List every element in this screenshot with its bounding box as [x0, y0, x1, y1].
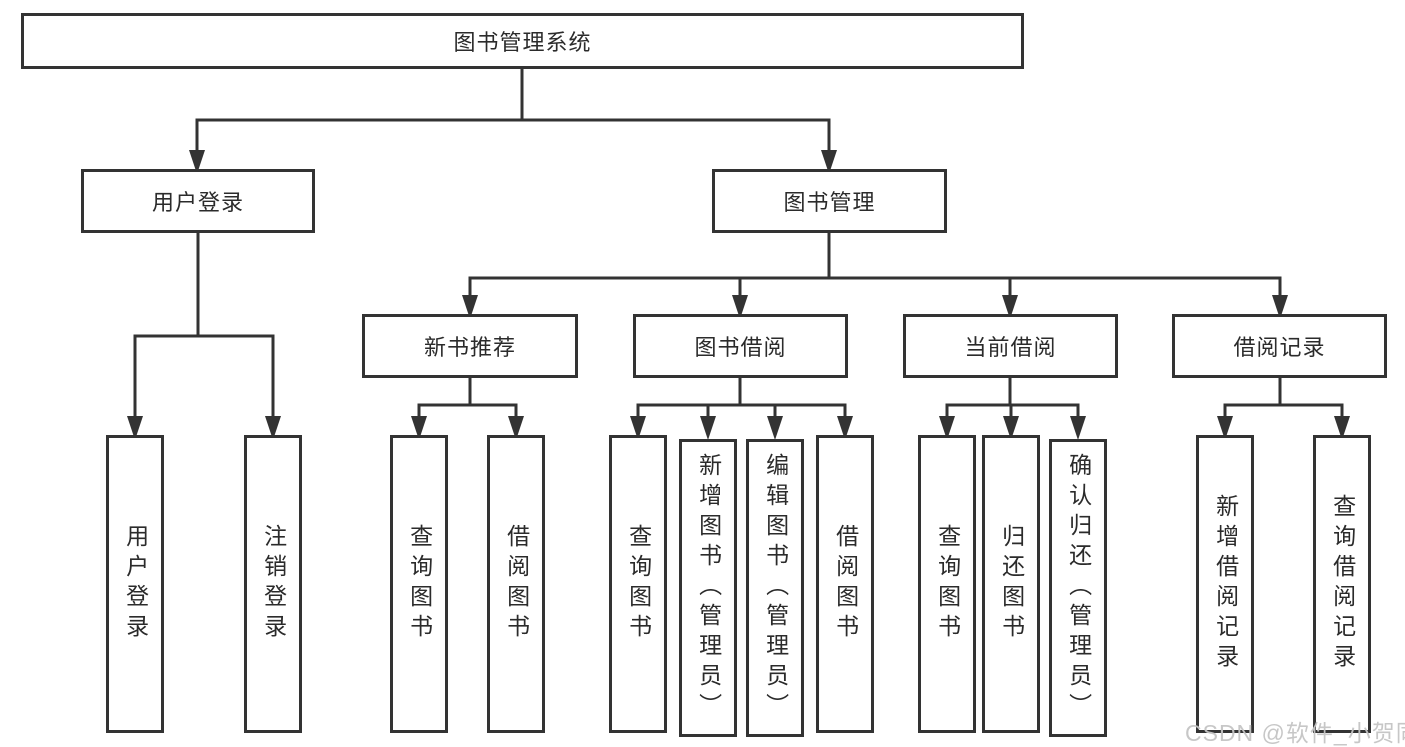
arrowhead — [508, 416, 524, 440]
node-book-management: 图书管理 — [712, 169, 947, 233]
node-label: 查询借阅记录 — [1329, 494, 1356, 674]
connector-book-borrow-to-leaves — [630, 378, 853, 440]
leaf-add-books-admin: 新增图书（管理员） — [679, 439, 737, 737]
node-label: 确认归还（管理员） — [1065, 453, 1092, 723]
node-label: 归还图书 — [998, 524, 1025, 644]
node-label: 借阅记录 — [1233, 335, 1326, 360]
leaf-logout: 注销登录 — [244, 435, 302, 733]
arrowhead — [1217, 416, 1233, 440]
connector-root-to-level2 — [189, 69, 837, 174]
leaf-add-borrow-record: 新增借阅记录 — [1196, 435, 1254, 733]
node-label: 新增图书（管理员） — [695, 453, 722, 723]
arrowhead — [630, 416, 646, 440]
node-label: 图书管理 — [783, 190, 876, 215]
node-book-borrow: 图书借阅 — [633, 314, 848, 378]
node-label: 查询图书 — [625, 524, 652, 644]
arrowhead — [1003, 416, 1019, 440]
node-label: 用户登录 — [151, 190, 244, 215]
node-label: 新增借阅记录 — [1212, 494, 1239, 674]
node-label: 编辑图书（管理员） — [762, 453, 789, 723]
arrowhead — [732, 295, 748, 319]
leaf-query-borrow-record: 查询借阅记录 — [1313, 435, 1371, 733]
leaf-return-books: 归还图书 — [982, 435, 1040, 733]
arrowhead — [1070, 416, 1086, 440]
connector-book-management-to-level3 — [462, 233, 1288, 319]
connector-current-borrow-to-leaves — [939, 378, 1086, 440]
node-label: 查询图书 — [934, 524, 961, 644]
leaf-borrow-books: 借阅图书 — [487, 435, 545, 733]
arrowhead — [462, 295, 478, 319]
node-current-borrow: 当前借阅 — [903, 314, 1118, 378]
node-label: 图书管理系统 — [453, 30, 592, 55]
leaf-edit-books-admin: 编辑图书（管理员） — [746, 439, 804, 737]
node-user-login: 用户登录 — [81, 169, 315, 233]
arrowhead — [265, 416, 281, 440]
node-borrow-records: 借阅记录 — [1172, 314, 1387, 378]
arrowhead — [1272, 295, 1288, 319]
node-label: 用户登录 — [122, 524, 149, 644]
leaf-confirm-return-admin: 确认归还（管理员） — [1049, 439, 1107, 737]
arrowhead — [700, 416, 716, 440]
arrowhead — [1334, 416, 1350, 440]
arrowhead — [411, 416, 427, 440]
node-label: 当前借阅 — [964, 335, 1057, 360]
arrowhead — [939, 416, 955, 440]
connector-user-login-to-leaves — [127, 233, 281, 440]
node-label: 借阅图书 — [832, 524, 859, 644]
node-label: 注销登录 — [260, 524, 287, 644]
arrowhead — [821, 150, 837, 174]
leaf-query-books: 查询图书 — [390, 435, 448, 733]
arrowhead — [189, 150, 205, 174]
leaf-user-login: 用户登录 — [106, 435, 164, 733]
csdn-watermark: CSDN @软件_小贺同学 — [1185, 720, 1405, 746]
node-label: 查询图书 — [406, 524, 433, 644]
node-new-book-recommend: 新书推荐 — [362, 314, 578, 378]
node-label: 借阅图书 — [503, 524, 530, 644]
node-label: 图书借阅 — [694, 335, 787, 360]
arrowhead — [127, 416, 143, 440]
connector-borrow-records-to-leaves — [1217, 378, 1350, 440]
leaf-borrow-books: 借阅图书 — [816, 435, 874, 733]
arrowhead — [767, 416, 783, 440]
node-library-management-system: 图书管理系统 — [21, 13, 1024, 69]
leaf-query-books: 查询图书 — [609, 435, 667, 733]
leaf-query-books: 查询图书 — [918, 435, 976, 733]
arrowhead — [1002, 295, 1018, 319]
arrowhead — [837, 416, 853, 440]
connector-new-book-recommend-to-leaves — [411, 378, 524, 440]
node-label: 新书推荐 — [423, 335, 516, 360]
